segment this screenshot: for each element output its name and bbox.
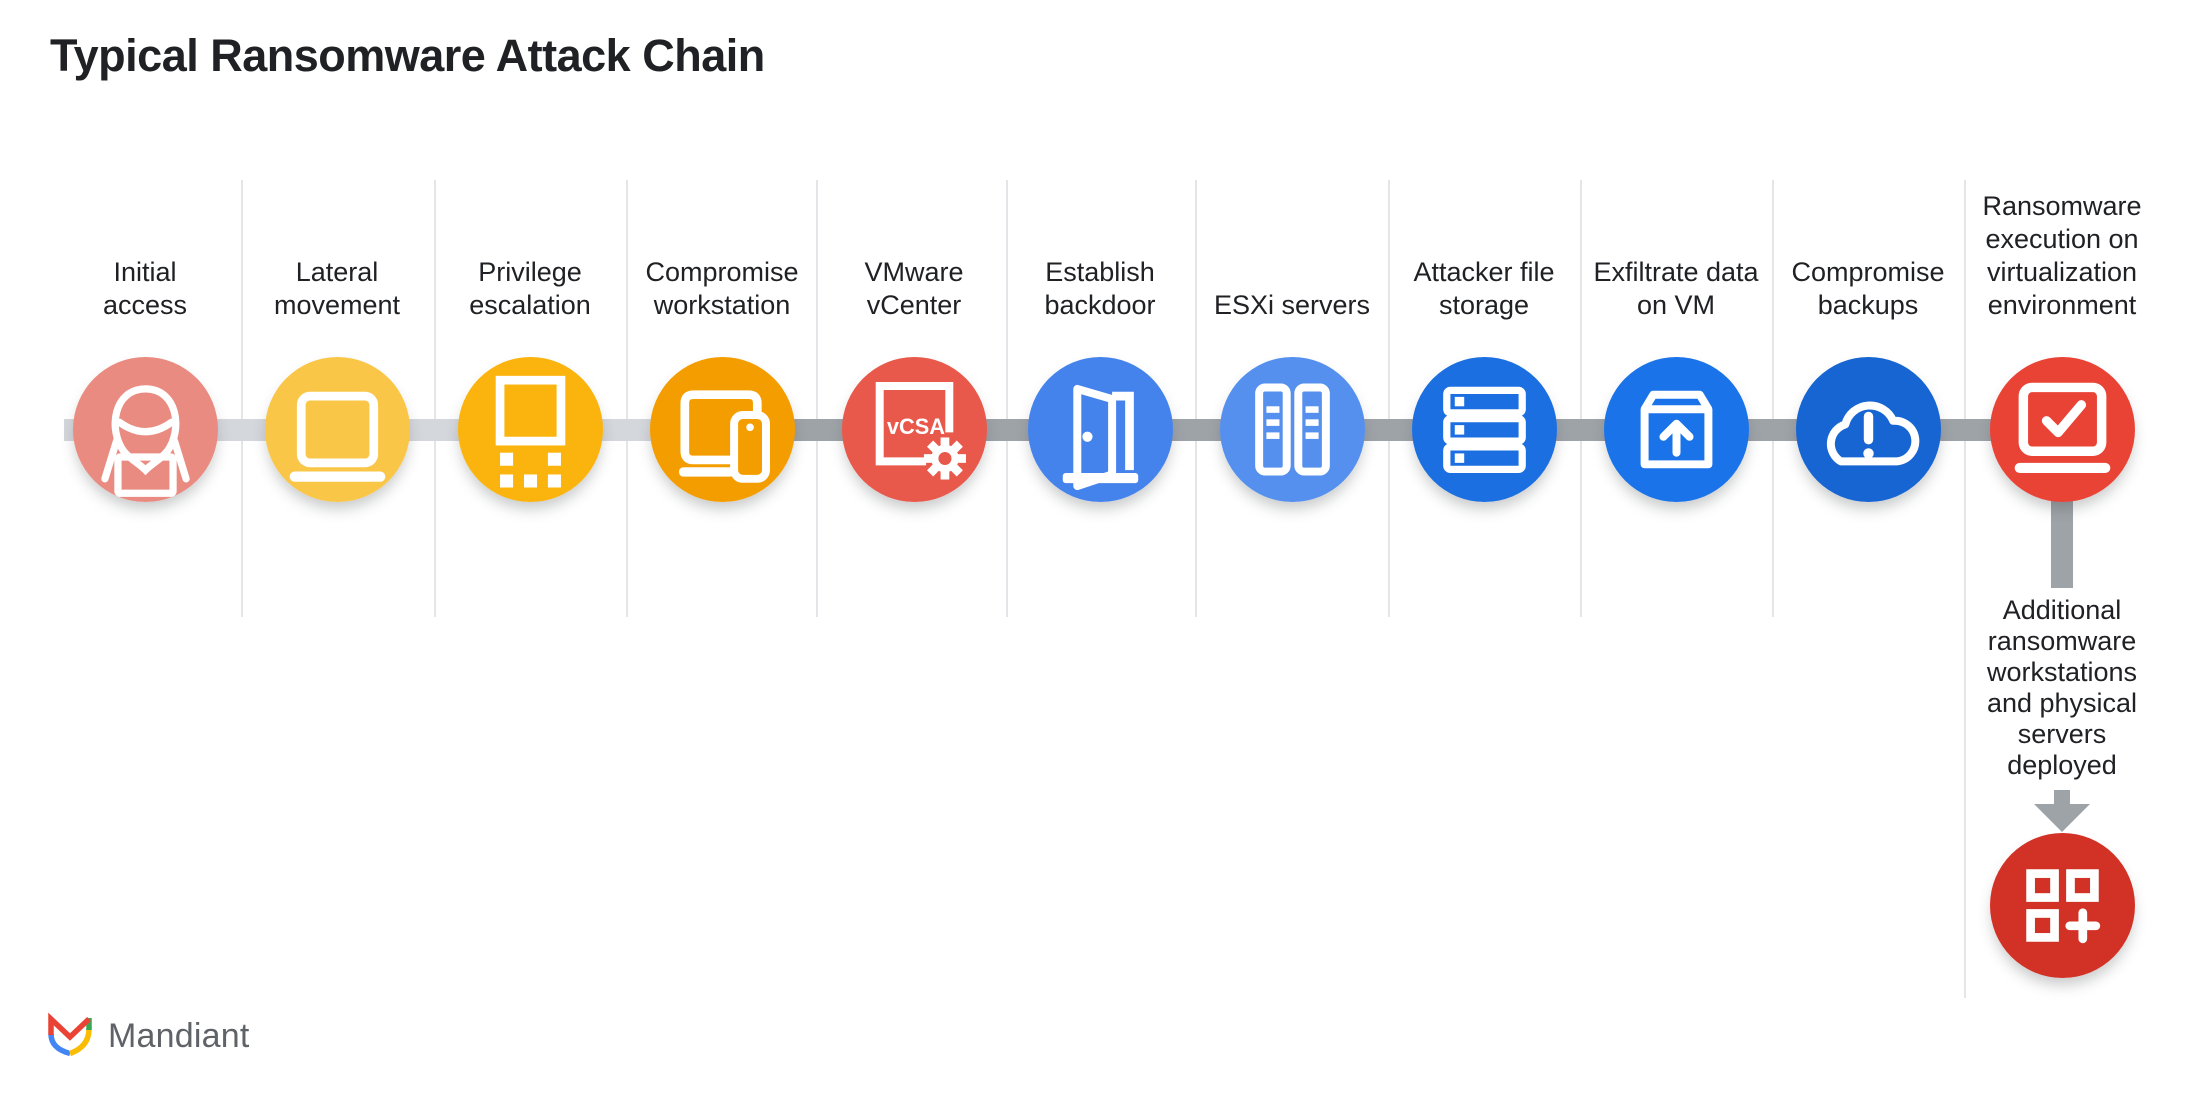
gear-icon (923, 437, 966, 480)
door-icon (1027, 357, 1173, 502)
stage-circle (72, 357, 218, 502)
laptop-check-icon (1989, 357, 2135, 502)
stage-label: Attacker file storage (1413, 257, 1555, 320)
final-stage-circle (1990, 833, 2135, 978)
stage-label: Initial access (102, 257, 188, 320)
stage-label: Compromise workstation (645, 257, 799, 320)
stage-circle (1219, 357, 1365, 502)
laptop-icon (264, 357, 410, 502)
devices-icon (649, 357, 795, 502)
keypad-icon (457, 357, 603, 502)
vcsa-label: vCSA (886, 414, 944, 439)
stage-circle (1411, 357, 1557, 502)
server-towers-icon (1219, 357, 1365, 502)
stage-label: ESXi servers (1213, 290, 1371, 320)
column-divider (1388, 180, 1390, 617)
column-divider (1195, 180, 1197, 617)
column-divider (1580, 180, 1582, 617)
final-stage-label: Additional ransomware workstations and p… (1986, 595, 2138, 780)
column-divider (1964, 180, 1966, 998)
column-divider (626, 180, 628, 617)
stage-label: Lateral movement (273, 257, 401, 320)
stage-circle: vCSA (841, 357, 987, 502)
cloud-alert-icon (1795, 357, 1941, 502)
stage-label: Establish backdoor (1044, 257, 1156, 320)
down-arrow-icon (2034, 790, 2090, 832)
stage-label: Compromise backups (1791, 257, 1945, 320)
stage-circle (649, 357, 795, 502)
stage-circle (1027, 357, 1173, 502)
mandiant-logo-icon (48, 1012, 92, 1057)
stage-circle (457, 357, 603, 502)
stage-label: Privilege escalation (469, 257, 591, 320)
diagram-title: Typical Ransomware Attack Chain (50, 30, 765, 81)
stage-circle (264, 357, 410, 502)
brand-name: Mandiant (108, 1016, 250, 1055)
column-divider (241, 180, 243, 617)
column-divider (434, 180, 436, 617)
hacker-icon (72, 357, 218, 502)
stage-circle (1795, 357, 1941, 502)
stage-label: VMware vCenter (864, 257, 964, 320)
grid-add-icon (1990, 833, 2135, 978)
upload-box-icon (1603, 357, 1749, 502)
column-divider (1772, 180, 1774, 617)
mandiant-logo: Mandiant (46, 1012, 249, 1060)
vcsa-gear-icon: vCSA (841, 357, 987, 502)
column-divider (1006, 180, 1008, 617)
column-divider (816, 180, 818, 617)
stage-label: Exfiltrate data on VM (1593, 257, 1759, 320)
stage-circle (1603, 357, 1749, 502)
stage-label: Ransomware execution on virtualization e… (1982, 191, 2142, 320)
storage-rack-icon (1411, 357, 1557, 502)
stage-circle (1989, 357, 2135, 502)
